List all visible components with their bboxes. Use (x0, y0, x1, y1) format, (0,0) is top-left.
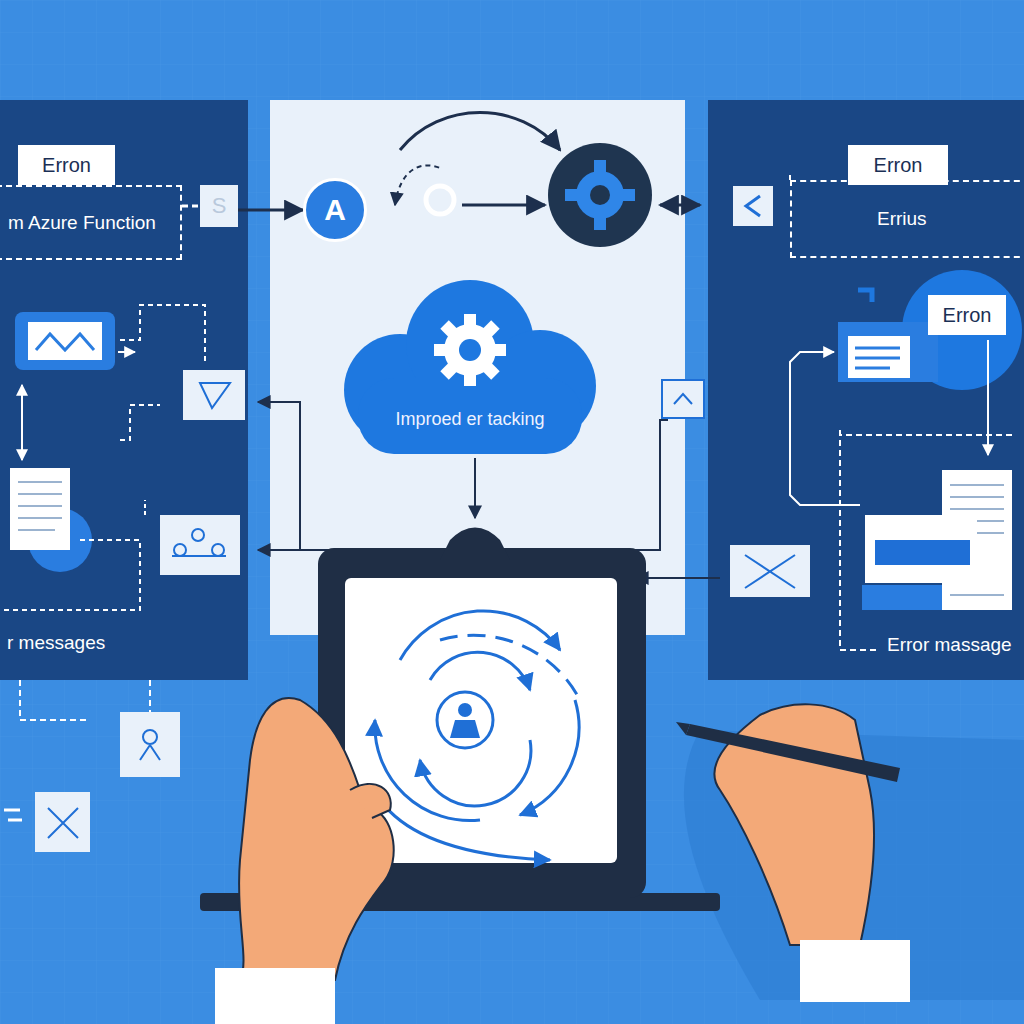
chevron-box (733, 186, 773, 226)
caption-label: Error massage (884, 634, 1015, 656)
error-box: Erron (18, 145, 115, 185)
chart-icon (28, 322, 102, 360)
clipboard-clip (440, 528, 510, 561)
dashed-wire (0, 540, 140, 610)
dashed-wire (120, 305, 205, 365)
document-icon (10, 468, 70, 550)
wire (790, 352, 860, 505)
cloud-node: Improed er tacking (338, 278, 602, 456)
connector (182, 205, 200, 208)
window-lines (855, 348, 900, 368)
error-box: Erron (848, 145, 948, 185)
pen (686, 724, 900, 782)
x-icon-box (35, 792, 90, 852)
arrow (21, 385, 23, 460)
double-arrow (660, 204, 700, 207)
screen-icon (865, 515, 977, 583)
small-box: S (200, 185, 238, 227)
left-panel (0, 100, 248, 680)
x-icon (48, 808, 78, 838)
person-icon (140, 730, 160, 760)
network-icon-box (160, 515, 240, 575)
gear-circle (548, 143, 652, 247)
right-panel (708, 100, 1024, 680)
gear-icon (434, 314, 506, 386)
node-text: m Azure Function (8, 212, 156, 234)
node-text: Erron (42, 154, 91, 177)
right-sleeve (800, 940, 910, 1002)
x-icon-box (730, 545, 810, 597)
person-circle (437, 692, 493, 748)
arrow (636, 577, 720, 579)
corner-mark (858, 290, 872, 302)
person-head (458, 703, 472, 717)
curved-arrow (400, 113, 560, 151)
left-sleeve (215, 968, 335, 1024)
window-card-inner (848, 336, 910, 378)
function-box: m Azure Function (0, 185, 182, 260)
arrow (474, 458, 476, 518)
service-circle: A (303, 178, 367, 242)
document-lines (18, 482, 62, 530)
left-thumb (350, 784, 391, 818)
node-text: Erron (874, 154, 923, 177)
cloud-shape (338, 278, 602, 456)
dashed-wire (840, 430, 1012, 650)
arrow (987, 340, 989, 455)
dashed-wire (120, 405, 160, 440)
keyboard (862, 585, 942, 610)
node-text: Improed er tacking (395, 409, 544, 430)
tick (4, 810, 22, 820)
arrow (258, 549, 300, 551)
dashed-wire (144, 500, 146, 515)
triangle-icon (200, 383, 230, 408)
left-hand (239, 698, 394, 980)
error-box: Erron (928, 295, 1006, 335)
node-text: S (212, 193, 227, 219)
small-gear (426, 186, 454, 214)
arrow (462, 204, 545, 207)
chart-icon-box (15, 312, 115, 370)
up-icon-box (662, 380, 704, 418)
person-icon-box (120, 712, 180, 777)
person-body (450, 720, 480, 738)
chevron-icon (746, 196, 760, 216)
arrow (118, 351, 135, 353)
network-icon (172, 529, 226, 556)
error-region: Errius (790, 180, 1024, 258)
node-text: Erron (943, 304, 992, 327)
gear-icon (565, 160, 635, 230)
connector (238, 209, 303, 212)
arrow (818, 351, 834, 353)
x-icon (745, 555, 795, 588)
up-icon (674, 394, 692, 404)
caption-label: r messages (4, 632, 108, 654)
zigzag (36, 334, 94, 350)
node-text: Errius (877, 208, 927, 230)
node-text: A (324, 193, 346, 227)
pen-tip (676, 722, 690, 735)
screen-bar (875, 540, 970, 565)
window-card (838, 322, 938, 382)
triangle-icon-box (183, 370, 245, 420)
cycle-arrows (375, 611, 580, 860)
